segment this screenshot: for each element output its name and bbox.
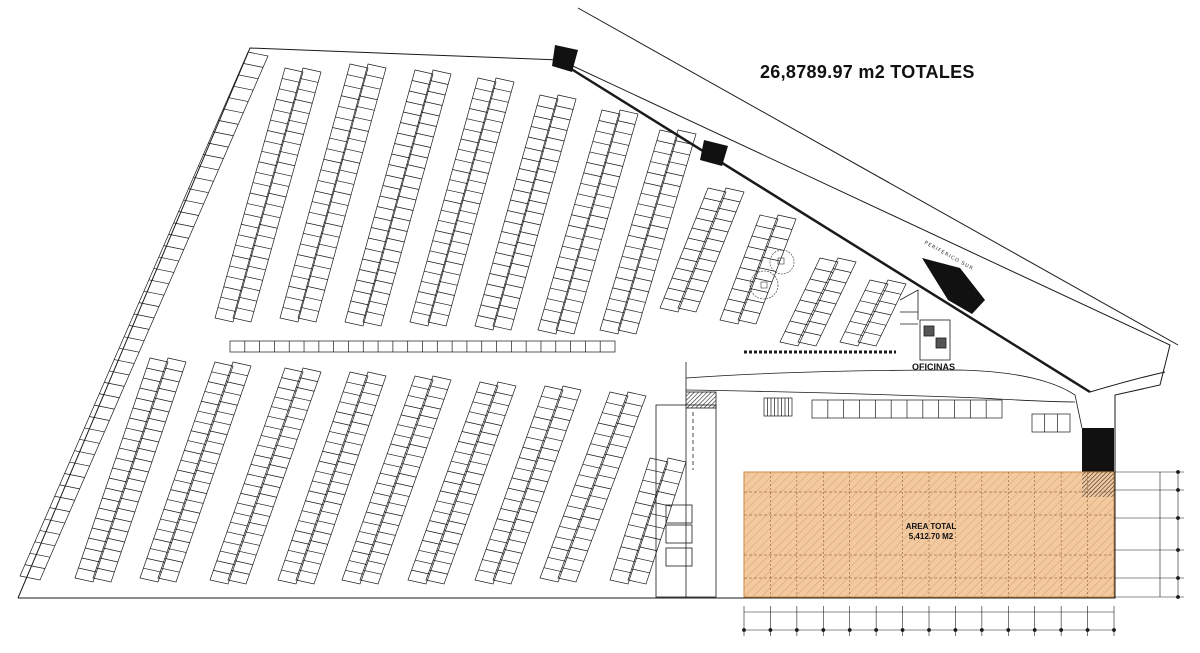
parking-row [74,357,187,583]
total-area-building [743,471,1115,598]
parking-row [407,381,517,585]
parking-row [19,51,269,581]
page-title: 26,8789.97 m2 TOTALES [760,62,975,82]
side-building [655,391,717,598]
parking-row [609,457,687,585]
parking-row [474,94,577,331]
parking-row [209,367,322,585]
offices-label: OFICINAS [912,362,956,372]
parking-row [659,187,745,313]
parking-row [537,109,639,335]
parking-row [214,67,322,323]
upper-parking-area [214,63,907,347]
internal-road [685,350,1083,429]
parking-row [474,385,582,585]
parking-row [279,63,387,323]
parking-row [344,69,452,327]
total-area-title: AREA TOTAL [905,522,957,531]
gates [552,45,1114,472]
parking-row [539,391,647,583]
lower-parking-area [74,357,687,585]
site-boundary [17,47,1171,599]
parking-row [139,361,252,583]
parking-row [409,77,515,327]
parking-row [599,129,697,335]
middle-parking-strip [229,340,616,353]
parking-row [341,375,452,585]
street-lines [559,7,1179,394]
offices-building [899,289,951,361]
road-side-stalls [763,397,1071,433]
parking-row [719,214,797,325]
parking-row [277,371,387,585]
left-parking-strip [19,51,269,581]
total-area-value: 5,412.70 M2 [908,532,954,541]
parking-row [839,279,907,347]
trees [749,249,795,300]
dimension-lines [742,470,1184,636]
parking-row [779,257,857,347]
total-area-label: AREA TOTAL 5,412.70 M2 [884,522,978,542]
